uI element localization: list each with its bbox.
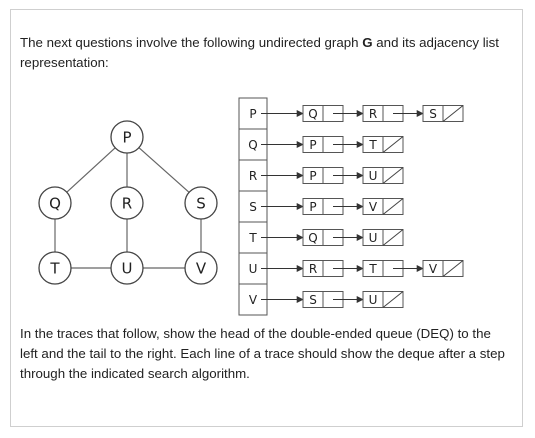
node-label-r: R xyxy=(122,195,132,213)
vertex-label-p: P xyxy=(249,107,256,121)
node-t xyxy=(38,251,72,285)
neighbor-u-r: R xyxy=(309,262,317,276)
neighbor-r-u: U xyxy=(369,169,378,183)
node-label-u: U xyxy=(122,260,133,278)
node-q xyxy=(38,186,72,220)
neighbor-s-p: P xyxy=(309,200,316,214)
node-label-p: P xyxy=(122,129,131,147)
null-pointer-slash xyxy=(382,291,404,308)
node-label-v: V xyxy=(196,260,207,278)
neighbor-s-v: V xyxy=(369,200,378,214)
node-r xyxy=(110,186,144,220)
vertex-label-s: S xyxy=(249,200,257,214)
neighbor-v-u: U xyxy=(369,293,378,307)
neighbor-u-v: V xyxy=(429,262,438,276)
null-pointer-slash xyxy=(382,136,404,153)
vertex-label-q: Q xyxy=(248,138,257,152)
instructions-paragraph: In the traces that follow, show the head… xyxy=(20,326,505,381)
null-pointer-slash xyxy=(382,229,404,246)
neighbor-q-t: T xyxy=(368,138,377,152)
edge-p-s xyxy=(138,147,190,193)
node-s xyxy=(184,186,218,220)
neighbor-t-u: U xyxy=(369,231,378,245)
graph-name: G xyxy=(362,35,373,50)
vertex-label-t: T xyxy=(248,231,257,245)
neighbor-u-t: T xyxy=(368,262,377,276)
edge-p-q xyxy=(66,147,116,193)
neighbor-v-s: S xyxy=(309,293,317,307)
null-pointer-slash xyxy=(442,105,464,122)
neighbor-p-s: S xyxy=(429,107,437,121)
null-pointer-slash xyxy=(442,260,464,277)
node-label-q: Q xyxy=(49,195,61,213)
neighbor-t-q: Q xyxy=(308,231,317,245)
null-pointer-slash xyxy=(382,167,404,184)
node-v xyxy=(184,251,218,285)
node-p xyxy=(110,120,144,154)
intro-before: The next questions involve the following… xyxy=(20,35,363,50)
undirected-graph: P Q R S T U V xyxy=(38,120,218,285)
node-u xyxy=(110,251,144,285)
intro-paragraph: The next questions involve the following… xyxy=(20,33,505,73)
neighbor-p-q: Q xyxy=(308,107,317,121)
vertex-label-u: U xyxy=(249,262,258,276)
node-label-t: T xyxy=(49,260,60,278)
vertex-label-v: V xyxy=(249,293,258,307)
neighbor-r-p: P xyxy=(309,169,316,183)
neighbor-p-r: R xyxy=(369,107,377,121)
vertex-label-r: R xyxy=(249,169,257,183)
neighbor-q-p: P xyxy=(309,138,316,152)
intro-after: and its adjacency list representation: xyxy=(20,35,499,70)
null-pointer-slash xyxy=(382,198,404,215)
adjacency-list: P Q R S Q P T R P U S P V T Q U U R T V V S U xyxy=(238,97,464,316)
node-label-s: S xyxy=(196,195,206,213)
